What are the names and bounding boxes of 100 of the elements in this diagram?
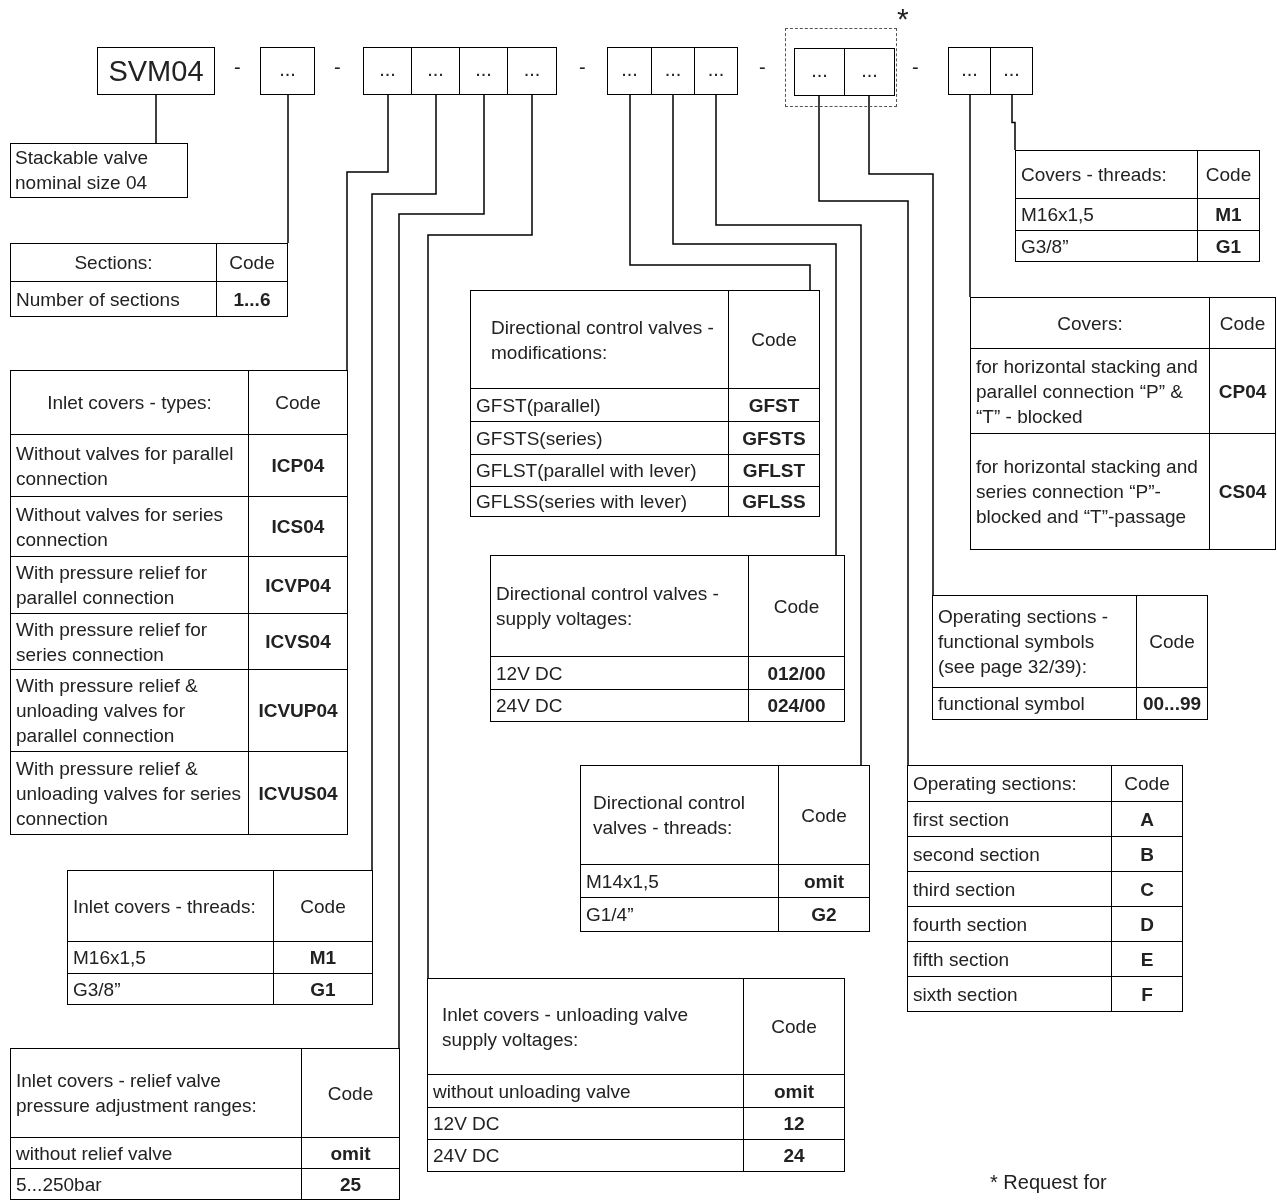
table-header: Directional control valves - modifications: xyxy=(491,315,715,365)
connector-line xyxy=(155,94,157,144)
table-header: Code xyxy=(771,1015,817,1039)
code-field-box xyxy=(948,47,991,95)
code-value: B xyxy=(1140,842,1154,867)
option-label: G3/8” xyxy=(73,977,121,1002)
connector-line xyxy=(1011,94,1016,151)
option-label: With pressure relief for parallel connection xyxy=(16,561,209,610)
code-value: GFSTS xyxy=(742,426,806,451)
option-label: M16x1,5 xyxy=(73,946,146,970)
table-header: Covers: xyxy=(1057,311,1123,336)
code-value: omit xyxy=(803,869,845,894)
separator-dash: - xyxy=(579,55,586,79)
code-field-box xyxy=(794,48,845,96)
code-value: ICVS04 xyxy=(265,630,331,654)
connector-line xyxy=(868,94,934,596)
code-table xyxy=(932,595,1208,720)
code-table xyxy=(970,297,1276,550)
option-label: without unloading valve xyxy=(433,1079,631,1104)
connector-line xyxy=(969,94,971,298)
code-value: 24 xyxy=(783,1144,805,1168)
connector-line xyxy=(346,94,389,371)
option-label: Without valves for series connection xyxy=(16,502,224,552)
separator-dash: - xyxy=(234,55,241,79)
code-text: ... xyxy=(621,59,638,82)
table-header: Inlet covers - threads: xyxy=(73,894,256,919)
code-value: A xyxy=(1140,807,1154,832)
code-field-box xyxy=(411,47,460,95)
option-label: 24V DC xyxy=(496,694,563,718)
table-header: Code xyxy=(801,803,847,828)
option-label: GFST(parallel) xyxy=(476,393,601,418)
code-table xyxy=(580,765,870,932)
table-header: Inlet covers - types: xyxy=(47,391,212,415)
separator-dash: - xyxy=(334,55,341,79)
table-header: Directional control valves - threads: xyxy=(593,791,747,840)
option-label: 12V DC xyxy=(433,1112,500,1136)
code-field-box xyxy=(507,47,557,95)
code-text: ... xyxy=(475,59,492,82)
code-text: ... xyxy=(523,59,541,82)
code-value: omit xyxy=(330,1141,371,1166)
code-value: C xyxy=(1140,877,1154,902)
code-table xyxy=(10,370,348,835)
option-label: With pressure relief & unloading valves for parallel connection xyxy=(16,674,199,748)
code-value: 024/00 xyxy=(767,694,826,718)
option-label: 12V DC xyxy=(496,661,563,686)
code-value: E xyxy=(1140,947,1154,972)
code-text: ... xyxy=(379,59,396,82)
option-label: fourth section xyxy=(913,912,1028,937)
connector-line xyxy=(398,94,485,1049)
option-label: sixth section xyxy=(913,982,1018,1007)
code-value: GFLST xyxy=(742,459,806,483)
code-value: G2 xyxy=(811,903,837,927)
code-value: ICP04 xyxy=(271,454,325,478)
option-label: GFLST(parallel with lever) xyxy=(476,459,697,483)
box-text: Stackable valve nominal size 04 xyxy=(15,147,149,193)
code-table xyxy=(1015,150,1260,262)
code-value: GFLSS xyxy=(742,490,806,514)
table-header: Operating sections: xyxy=(913,772,1077,796)
table-header: Code xyxy=(1205,163,1252,187)
option-label: third section xyxy=(913,877,1016,902)
option-label: without relief valve xyxy=(16,1141,173,1166)
code-value: 1...6 xyxy=(233,287,271,312)
connector-line xyxy=(672,94,837,556)
code-field-box xyxy=(363,47,412,95)
option-label: With pressure relief & unloading valves for series connection xyxy=(16,756,242,831)
code-table xyxy=(10,243,288,317)
code-text: ... xyxy=(961,59,978,82)
connector-line xyxy=(715,94,862,766)
code-table xyxy=(10,1048,400,1200)
code-field-box xyxy=(694,47,738,95)
footnote-text: * Request for xyxy=(990,1170,1107,1194)
table-header: Directional control valves - supply voltages: xyxy=(496,582,720,631)
code-value: 00...99 xyxy=(1142,692,1202,716)
connector-line xyxy=(818,94,909,766)
table-header: Inlet covers - unloading valve supply voltages: xyxy=(442,1002,690,1052)
option-label: functional symbol xyxy=(938,692,1085,716)
connector-line xyxy=(371,94,437,871)
table-header: Code xyxy=(1124,772,1170,796)
label-box xyxy=(10,143,188,198)
option-label: 5...250bar xyxy=(16,1172,102,1197)
connector-line xyxy=(427,94,533,979)
table-header: Inlet covers - relief valve pressure adjustment ranges: xyxy=(16,1069,258,1118)
table-header: Code xyxy=(275,391,321,415)
code-field-box xyxy=(651,47,695,95)
separator-dash: - xyxy=(759,55,766,79)
code-value: D xyxy=(1140,912,1154,937)
code-text: ... xyxy=(861,60,878,83)
code-text: ... xyxy=(664,59,682,82)
option-label: M16x1,5 xyxy=(1021,203,1094,227)
option-label: fifth section xyxy=(913,947,1010,972)
code-value: GFST xyxy=(748,393,800,418)
option-label: for horizontal stacking and series connection “P”-blocked and “T”-passage xyxy=(976,455,1199,529)
table-header: Code xyxy=(1219,311,1266,336)
code-value: F xyxy=(1141,982,1153,1007)
code-field-box xyxy=(844,48,895,96)
code-field-box xyxy=(990,47,1033,95)
option-label: With pressure relief for series connection xyxy=(16,617,209,667)
code-text: ... xyxy=(707,59,725,82)
code-text: SVM04 xyxy=(108,56,204,86)
table-header: Covers - threads: xyxy=(1021,163,1167,187)
